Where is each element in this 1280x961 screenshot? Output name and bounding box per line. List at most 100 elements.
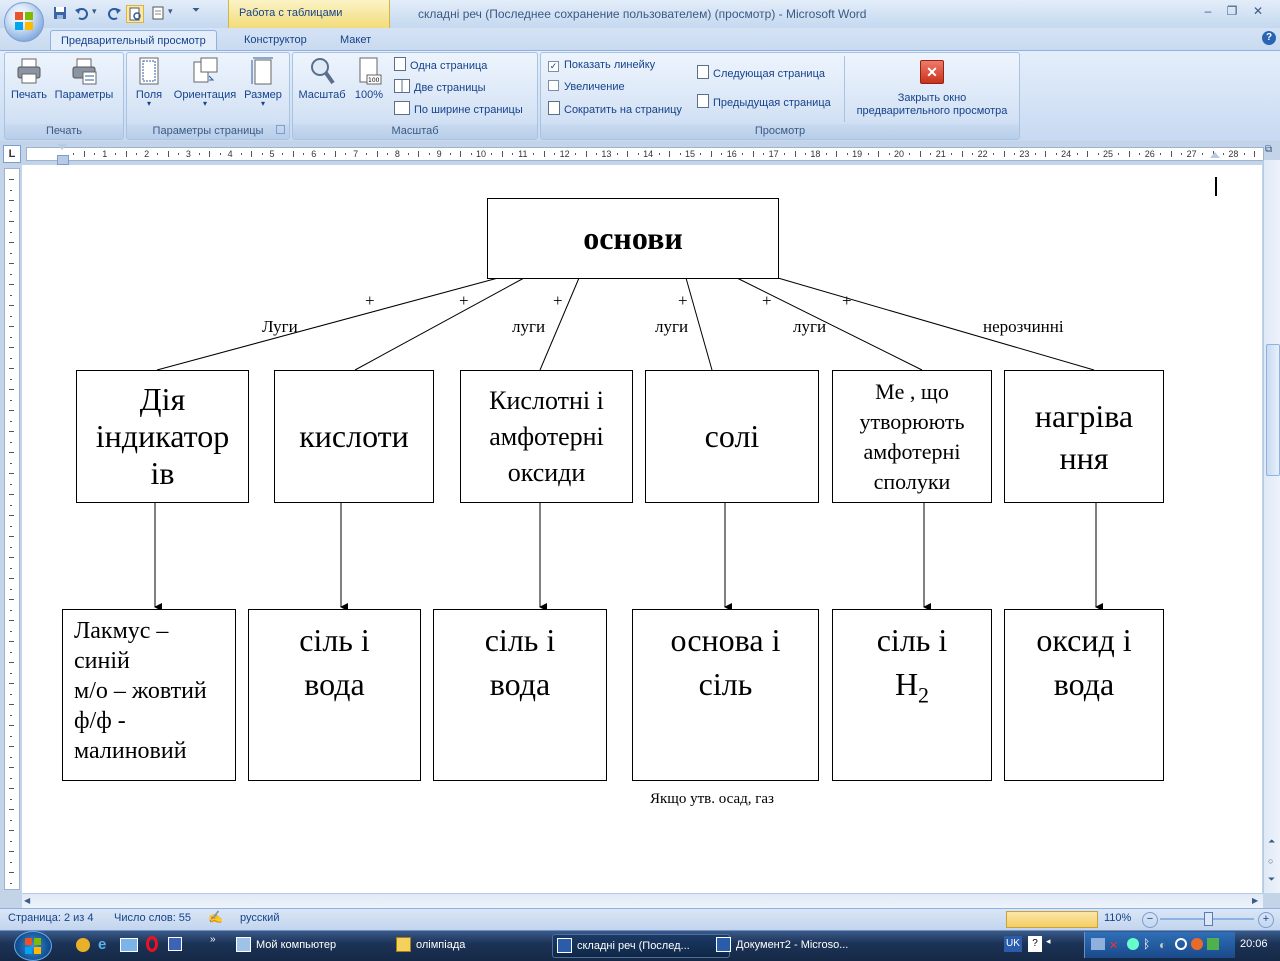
qat-more-icon[interactable]: ▾ [168, 6, 173, 16]
print-preview-qat-icon[interactable] [126, 5, 144, 23]
ruler-tick [10, 672, 12, 674]
next-page-scroll-icon[interactable]: ⏷ [1268, 874, 1276, 884]
close-preview-button[interactable]: ✕ Закрыть окно предварительного просмотр… [848, 60, 1016, 118]
view-ruler-icon[interactable]: ⧉ [1265, 144, 1273, 155]
ruler-tick [9, 851, 14, 852]
security-icon[interactable] [1127, 938, 1139, 950]
zoom-button[interactable]: Масштаб [296, 56, 348, 101]
ruler-tick [345, 153, 347, 155]
next-page-button[interactable]: Следующая страница [697, 65, 825, 81]
vertical-ruler[interactable] [4, 168, 20, 890]
page-width-button[interactable]: По ширине страницы [394, 101, 523, 117]
ruler-tick [9, 788, 14, 789]
document-page[interactable]: основи + + + + + + Луги луги луги луги н… [22, 165, 1262, 893]
select-browse-object-icon[interactable]: ○ [1268, 856, 1274, 866]
minimize-button[interactable]: – [1204, 4, 1212, 18]
redo-icon[interactable] [106, 5, 122, 21]
network-icon[interactable] [1091, 938, 1105, 950]
prev-page-button[interactable]: Предыдущая страница [697, 94, 831, 110]
left-indent-marker[interactable] [57, 155, 69, 165]
ruler-tick [9, 557, 14, 558]
start-button[interactable] [14, 931, 52, 961]
printer-options-icon [72, 58, 97, 85]
help-tray-icon[interactable]: ? [1028, 936, 1042, 952]
tab-selector[interactable]: L [3, 145, 21, 163]
tab-layout[interactable]: Макет [340, 34, 372, 46]
ruler-tick [324, 153, 326, 155]
proofing-icon[interactable]: ✍ [208, 910, 223, 924]
taskbar-item-active-doc[interactable]: складні реч (Послед... [552, 934, 730, 958]
zoom-level[interactable]: 110% [1104, 912, 1132, 924]
horizontal-scrollbar[interactable]: ◀ ▶ [22, 893, 1263, 908]
scroll-right-icon[interactable]: ▶ [1252, 896, 1259, 905]
undo-icon[interactable] [74, 5, 90, 21]
clock[interactable]: 20:06 [1240, 938, 1268, 950]
opera-icon[interactable] [146, 936, 158, 952]
undo-dropdown-icon[interactable]: ▾ [92, 6, 97, 16]
taskbar-item-my-computer[interactable]: Мой компьютер [232, 934, 406, 956]
first-line-indent-marker[interactable] [57, 144, 67, 150]
media-icon[interactable] [1175, 938, 1187, 950]
save-icon[interactable] [52, 5, 68, 21]
ruler-number: 21 [935, 149, 946, 159]
save-app-icon[interactable] [168, 937, 182, 951]
tab-print-preview[interactable]: Предварительный просмотр [50, 30, 217, 51]
network-warning-icon[interactable]: ✕ [1109, 940, 1119, 952]
margins-button[interactable]: Поля ▾ [130, 56, 168, 108]
close-window-button[interactable]: ✕ [1252, 4, 1264, 18]
restore-button[interactable]: ❐ [1226, 4, 1238, 18]
box-text: оксиди [507, 457, 586, 487]
ruler-tick [1013, 153, 1015, 155]
internet-explorer-icon[interactable]: e [98, 936, 107, 953]
help-icon[interactable]: ? [1262, 31, 1276, 45]
language-bar[interactable]: UK [1004, 936, 1022, 952]
ruler-tick [10, 861, 12, 863]
word-count[interactable]: Число слов: 55 [114, 912, 192, 924]
show-ruler-checkbox[interactable]: ✓Показать линейку [548, 57, 655, 73]
zoom-out-icon[interactable]: − [1142, 912, 1158, 928]
ruler-number: 17 [768, 149, 779, 159]
magnifier-checkbox[interactable]: Увеличение [548, 79, 625, 95]
print-button[interactable]: Печать [8, 56, 50, 101]
office-button[interactable] [4, 2, 44, 42]
zoom-100-button[interactable]: 100 100% [350, 56, 388, 101]
language-indicator[interactable]: русский [240, 912, 280, 924]
app-tray-icon[interactable] [1191, 938, 1203, 950]
view-buttons[interactable] [1006, 911, 1098, 928]
more-quicklaunch-icon[interactable]: » [210, 934, 216, 945]
ruler-tick [1055, 153, 1057, 155]
quicklaunch-app-icon[interactable] [76, 938, 90, 952]
power-icon[interactable] [1207, 938, 1219, 950]
print-options-button[interactable]: Параметры [52, 56, 116, 101]
ribbon-tab-row [0, 28, 1280, 50]
shrink-one-page-button[interactable]: Сократить на страницу [548, 101, 682, 117]
ruler-number: 7 [353, 149, 359, 159]
quick-print-icon[interactable] [150, 5, 166, 21]
zoom-slider-thumb[interactable] [1204, 912, 1213, 926]
bluetooth-icon[interactable]: ᛒ [1143, 937, 1151, 951]
ruler-tick [1243, 153, 1245, 155]
vertical-scrollbar[interactable]: ⏶ ○ ⏷ [1263, 160, 1280, 893]
ruler-tick [9, 704, 14, 705]
one-page-button[interactable]: Одна страница [394, 57, 487, 73]
label-insoluble: нерозчинні [983, 317, 1064, 336]
page-setup-launcher-icon[interactable] [276, 125, 285, 134]
ruler-tick [585, 151, 587, 157]
size-button[interactable]: Размер ▾ [242, 56, 284, 108]
tray-expand-icon[interactable]: ◂ [1046, 936, 1051, 946]
two-pages-button[interactable]: Две страницы [394, 79, 486, 95]
scroll-left-icon[interactable]: ◀ [24, 896, 31, 905]
previous-page-icon[interactable]: ⏶ [1268, 836, 1276, 846]
zoom-in-icon[interactable]: + [1258, 912, 1274, 928]
right-indent-marker[interactable] [1210, 152, 1220, 158]
taskbar-item-document2[interactable]: Документ2 - Microso... [712, 934, 888, 956]
scroll-thumb[interactable] [1266, 344, 1280, 476]
volume-icon[interactable]: ◐ [1159, 938, 1167, 952]
taskbar-item-olympiad[interactable]: олімпіада [392, 934, 566, 956]
orientation-button[interactable]: Ориентация ▾ [170, 56, 240, 108]
customize-qat-icon[interactable]: ⏷ [192, 5, 200, 16]
tab-design[interactable]: Конструктор [244, 34, 307, 46]
show-desktop-icon[interactable] [120, 938, 138, 952]
page-counter[interactable]: Страница: 2 из 4 [8, 912, 94, 924]
